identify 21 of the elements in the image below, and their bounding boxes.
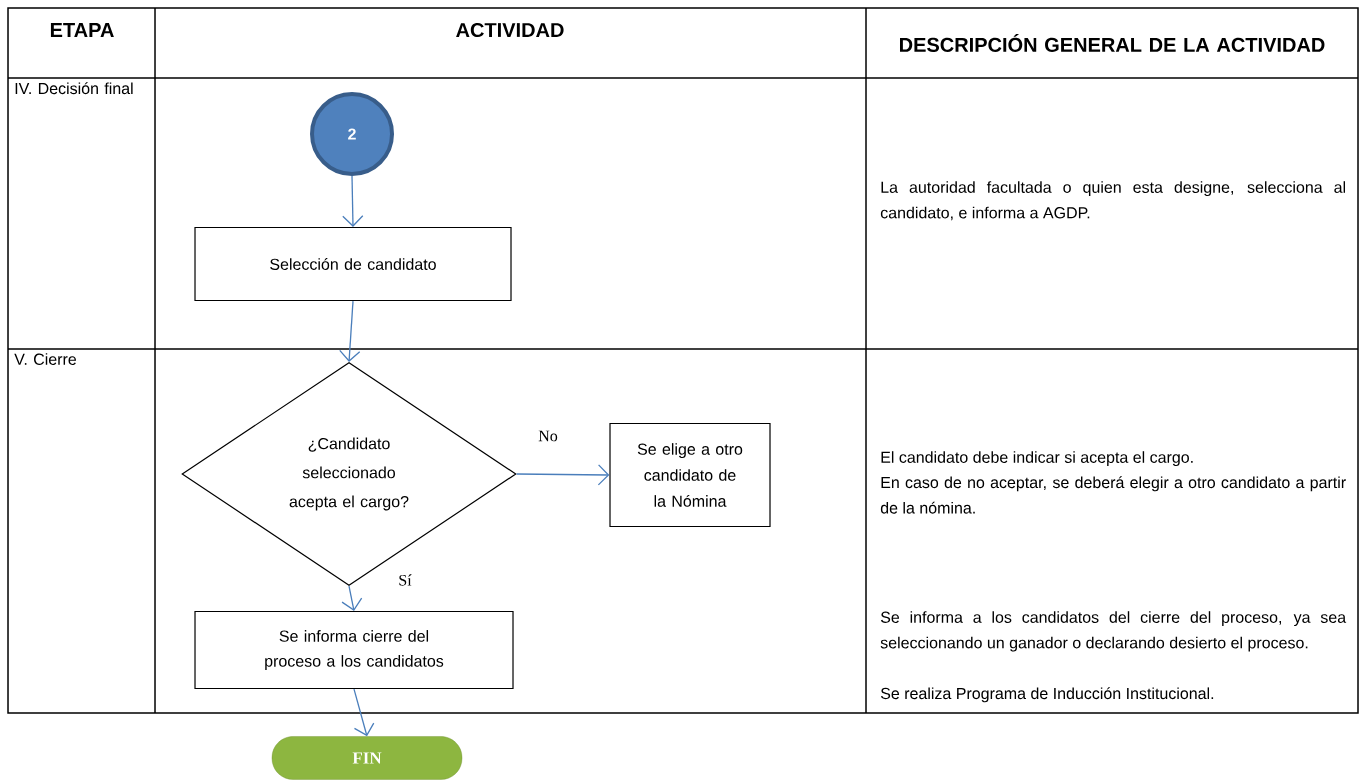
process-box: Selección de candidato	[194, 226, 512, 302]
description-text: Se realiza Programa de Inducción Institucional.	[880, 687, 1214, 703]
arrow	[342, 175, 364, 227]
stage-label: V. Cierre	[14, 353, 77, 365]
arrow	[515, 464, 610, 486]
column-header: ACTIVIDAD	[456, 22, 564, 38]
arrow	[353, 688, 375, 737]
column-header: ETAPA	[50, 23, 114, 37]
description-text: Se informa a los candidatos del cierre del proceso, ya sea seleccionando un ganador o declarando desierto el proceso.	[880, 611, 1347, 652]
end-terminator: FIN	[271, 736, 463, 780]
process-box: Se elige a otro candidato de la Nómina	[609, 422, 771, 528]
description-text: La autoridad facultada o quien esta designe, selecciona al candidato, e informa a AGDP.	[880, 181, 1346, 221]
description-text: El candidato debe indicar si acepta el cargo.	[881, 451, 1193, 467]
description-text: En caso de no aceptar, se deberá elegir a otro candidato a partir de la nómina.	[880, 476, 1346, 514]
edge-label: Sí	[397, 573, 413, 587]
process-box: Se informa cierre del proceso a los candidatos	[194, 610, 514, 690]
arrow	[339, 300, 361, 362]
column-header: DESCRIPCIÓN GENERAL DE LA ACTIVIDAD	[900, 34, 1325, 52]
stage-label: IV. Decisión final	[15, 82, 133, 95]
edge-label: No	[537, 429, 559, 443]
arrow	[341, 585, 363, 611]
